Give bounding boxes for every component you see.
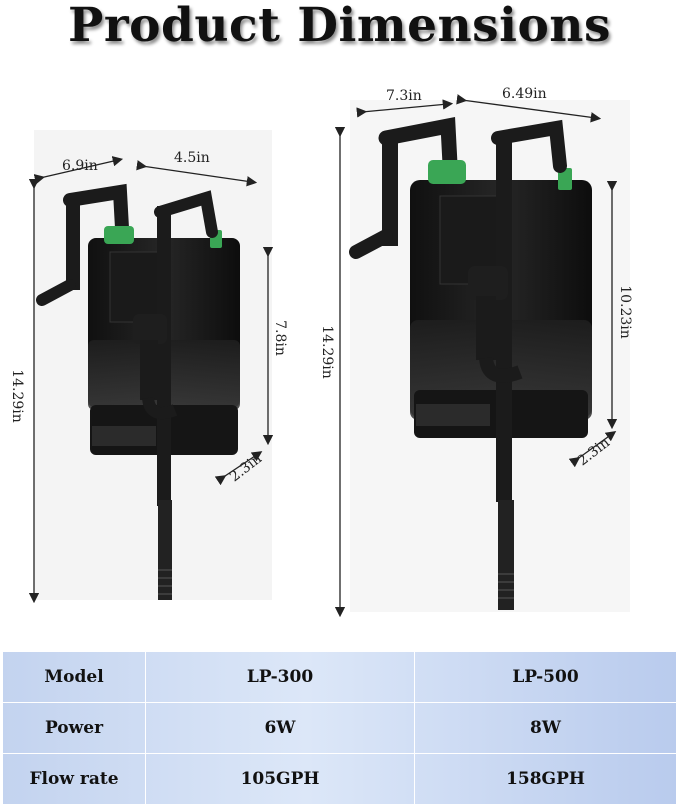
lp500-value: LP-500: [414, 651, 677, 703]
lp300-value: LP-300: [145, 651, 415, 703]
green-valve-icon-large: [428, 160, 466, 184]
table-row: Flow rate 105GPH 158GPH: [2, 753, 677, 805]
large-width-label: 6.49in: [502, 86, 547, 102]
small-body-height-label: 7.8in: [271, 320, 288, 356]
product-figure: [28, 94, 618, 618]
table-row: Model LP-300 LP-500: [2, 651, 677, 703]
table-row: Power 6W 8W: [2, 702, 677, 754]
small-total-height-label: 14.29in: [8, 369, 25, 423]
row-label: Power: [2, 702, 146, 754]
large-total-height-label: 14.29in: [318, 325, 335, 379]
lp300-value: 6W: [145, 702, 415, 754]
large-body-height-label: 10.23in: [616, 285, 633, 339]
small-depth-label: 6.9in: [62, 158, 98, 174]
small-filter-illustration: [36, 183, 240, 600]
lp500-value: 158GPH: [414, 753, 677, 805]
large-filter-illustration: [349, 116, 592, 610]
lp500-value: 8W: [414, 702, 677, 754]
row-label: Model: [2, 651, 146, 703]
row-label: Flow rate: [2, 753, 146, 805]
small-width-label: 4.5in: [174, 150, 210, 166]
page-title: Product Dimensions: [68, 0, 611, 53]
large-depth-label: 7.3in: [386, 88, 422, 104]
green-valve-icon: [104, 226, 134, 244]
spec-table: Model LP-300 LP-500 Power 6W 8W Flow rat…: [2, 651, 677, 805]
lp300-value: 105GPH: [145, 753, 415, 805]
